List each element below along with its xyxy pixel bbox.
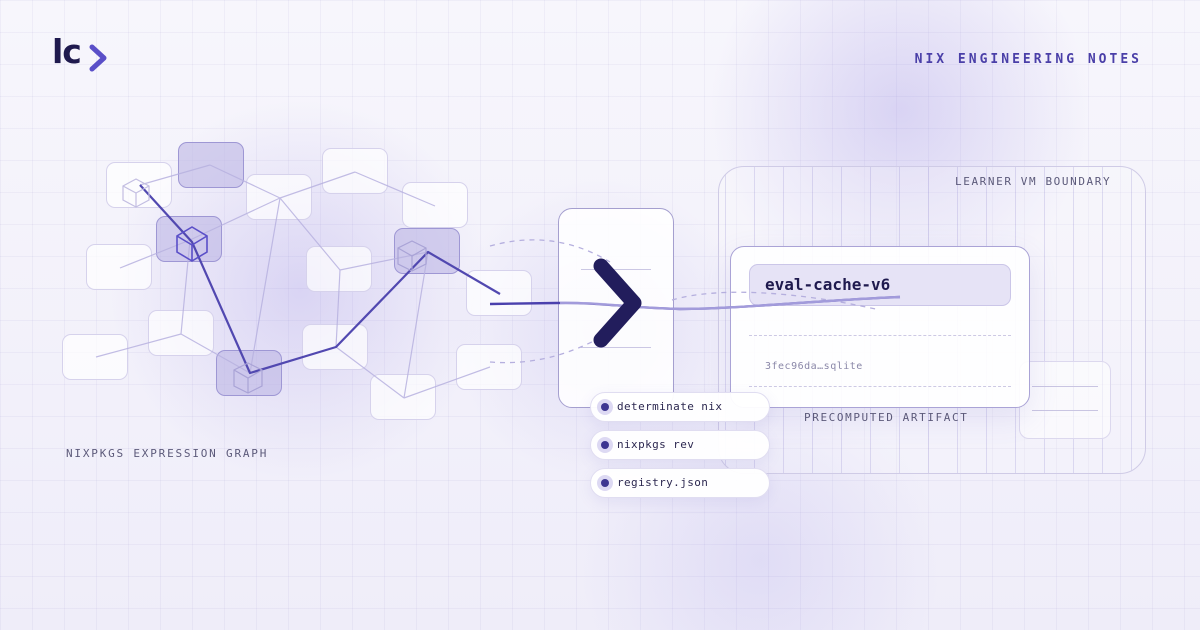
bullet-icon [597, 475, 613, 491]
gate-line [581, 347, 651, 348]
gate-line [581, 269, 651, 270]
flow-line [489, 295, 901, 311]
card-line [1032, 386, 1098, 387]
graph-node [106, 162, 172, 208]
graph-node [394, 228, 460, 274]
brand-logo[interactable]: lc [52, 32, 112, 78]
active-path [139, 184, 501, 375]
package-cube-icon [122, 178, 150, 208]
package-cube-icon [233, 362, 263, 394]
card-line [1032, 410, 1098, 411]
vm-boundary-label: LEARNER VM BOUNDARY [955, 175, 1112, 188]
input-label: determinate nix [617, 400, 723, 413]
input-chip[interactable]: determinate nix [590, 392, 770, 422]
dashed-arc [489, 331, 611, 364]
graph-node [402, 182, 468, 228]
chevron-right-icon [593, 258, 642, 348]
graph-label: NIXPKGS EXPRESSION GRAPH [66, 447, 269, 460]
divider [749, 386, 1011, 387]
package-cube-icon [176, 226, 208, 262]
graph-node [456, 344, 522, 390]
graph-node [148, 310, 214, 356]
input-label: nixpkgs rev [617, 438, 695, 451]
package-cube-icon [397, 240, 427, 272]
input-label: registry.json [617, 476, 709, 489]
bullet-icon [597, 399, 613, 415]
divider [749, 335, 1011, 336]
artifact-label: PRECOMPUTED ARTIFACT [804, 411, 969, 424]
artifact-file: 3fec96da…sqlite [765, 361, 863, 372]
graph-node [322, 148, 388, 194]
input-chip[interactable]: nixpkgs rev [590, 430, 770, 460]
graph-node [62, 334, 128, 380]
logo-chevron-icon [89, 44, 107, 72]
input-chip[interactable]: registry.json [590, 468, 770, 498]
series-title: NIX ENGINEERING NOTES [914, 52, 1142, 67]
bullet-icon [597, 437, 613, 453]
dashed-arc [489, 239, 611, 263]
graph-edges [95, 164, 491, 399]
graph-node [86, 244, 152, 290]
artifact-card: eval-cache-v6 3fec96da…sqlite [730, 246, 1030, 408]
logo-text: lc [52, 32, 82, 71]
dashed-arc [671, 291, 881, 311]
